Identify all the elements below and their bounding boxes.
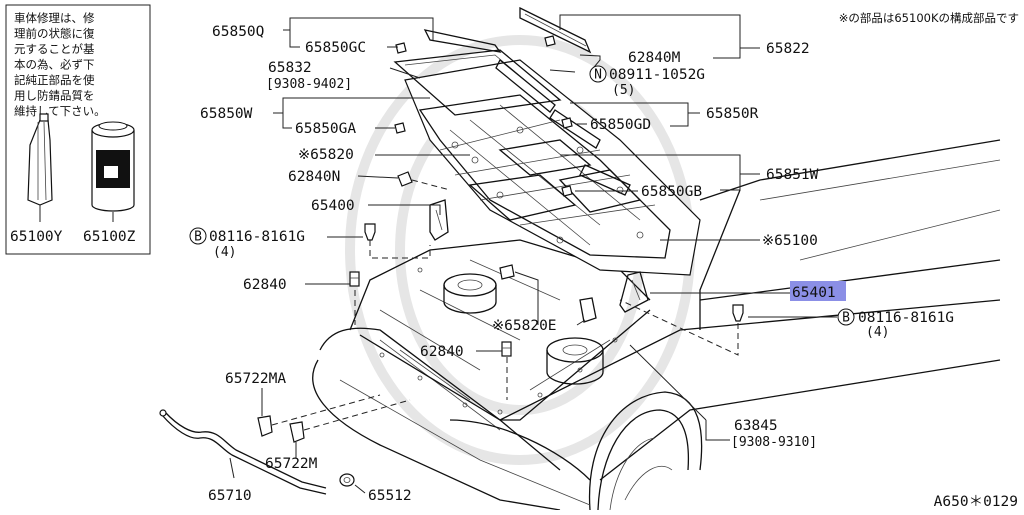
label-65850W[interactable]: 65850W xyxy=(200,106,253,122)
label-63845[interactable]: 63845 xyxy=(734,418,778,434)
legend-instruction-line: 記純正部品を使 xyxy=(14,73,95,87)
label-62840-lower[interactable]: 62840 xyxy=(420,344,464,360)
car-body xyxy=(312,139,1001,511)
label-63845-range: [9308-9310] xyxy=(731,435,817,450)
nut-symbol: N xyxy=(589,65,607,83)
rod-clip-65722MA[interactable] xyxy=(257,415,273,437)
label-65710[interactable]: 65710 xyxy=(208,488,252,504)
rod-clip-65722M[interactable] xyxy=(289,421,305,443)
header-note: ※の部品は65100Kの構成部品です xyxy=(839,11,1019,25)
label-08116-left[interactable]: 08116-8161G xyxy=(209,229,305,245)
label-65822[interactable]: 65822 xyxy=(766,41,810,57)
legend-instruction-line: 用し防錆品質を xyxy=(14,89,95,103)
hood-lock-65820E[interactable] xyxy=(579,297,597,323)
legend-instruction-line: 車体修理は、修 xyxy=(14,11,95,25)
label-65850R[interactable]: 65850R xyxy=(706,106,759,122)
label-65400[interactable]: 65400 xyxy=(311,198,355,214)
label-65850GB[interactable]: 65850GB xyxy=(641,184,702,200)
legend-code-2[interactable]: 65100Z xyxy=(83,229,136,245)
bolt-symbol-left: B xyxy=(189,227,207,245)
figure-id: A650＊0129 xyxy=(934,494,1018,510)
svg-text:B: B xyxy=(194,230,202,245)
label-65401[interactable]: 65401 xyxy=(792,285,836,301)
highlight-box xyxy=(790,281,846,301)
label-65851W[interactable]: 65851W xyxy=(766,167,819,183)
label-65850GA[interactable]: 65850GA xyxy=(295,121,356,137)
label-08911-qty: (5) xyxy=(612,83,635,98)
seal-pieces[interactable] xyxy=(423,29,631,196)
hood-hinge-65400[interactable] xyxy=(429,199,449,241)
label-65850GD[interactable]: 65850GD xyxy=(590,117,651,133)
bolts-clips[interactable] xyxy=(364,35,744,322)
svg-text:B: B xyxy=(842,311,850,326)
grommet-65512[interactable] xyxy=(339,473,355,487)
label-08911[interactable]: 08911-1052G xyxy=(609,67,705,83)
label-65820[interactable]: ※65820 xyxy=(298,147,354,163)
label-62840[interactable]: 62840 xyxy=(243,277,287,293)
hood-support-rod-65710[interactable] xyxy=(159,409,327,495)
sealant-tube-icon[interactable] xyxy=(27,113,53,222)
label-65100[interactable]: ※65100 xyxy=(762,233,818,249)
legend-instruction-line: 維持して下さい。 xyxy=(14,104,106,118)
label-65512[interactable]: 65512 xyxy=(368,488,412,504)
spray-can-icon[interactable] xyxy=(91,121,135,222)
legend-instruction-line: 元することが基 xyxy=(14,42,95,56)
leader-lines xyxy=(229,14,837,494)
legend-box: 車体修理は、修理前の状態に復元することが基本の為、必ず下記純正部品を使用し防錆品… xyxy=(5,4,151,255)
bumper-rubbers[interactable] xyxy=(349,271,512,357)
label-65722MA[interactable]: 65722MA xyxy=(225,371,286,387)
label-65722M[interactable]: 65722M xyxy=(265,456,318,472)
label-65850GC[interactable]: 65850GC xyxy=(305,40,366,56)
label-65850Q[interactable]: 65850Q xyxy=(212,24,264,40)
label-62840M[interactable]: 62840M xyxy=(628,50,681,66)
legend-instruction-line: 理前の状態に復 xyxy=(14,27,95,41)
legend-code-1[interactable]: 65100Y xyxy=(10,229,63,245)
label-62840N[interactable]: 62840N xyxy=(288,169,340,185)
label-65820E[interactable]: ※65820E xyxy=(492,318,557,334)
label-08116-right[interactable]: 08116-8161G xyxy=(858,310,954,326)
label-08116-right-qty: (4) xyxy=(866,325,889,340)
label-08116-left-qty: (4) xyxy=(213,245,236,260)
molding-65822[interactable] xyxy=(519,6,592,54)
legend-instruction-line: 本の為、必ず下 xyxy=(14,58,95,72)
label-65832[interactable]: 65832 xyxy=(268,60,312,76)
svg-text:N: N xyxy=(594,68,602,83)
hood-panel[interactable] xyxy=(404,59,701,276)
hood-hinge-65401[interactable] xyxy=(619,271,649,313)
label-65832-range: [9308-9402] xyxy=(266,77,352,92)
part-labels: 65850Q 65850GC 65832 [9308-9402] 65850W … xyxy=(189,24,1018,510)
bolt-symbol-right: B xyxy=(837,308,855,326)
